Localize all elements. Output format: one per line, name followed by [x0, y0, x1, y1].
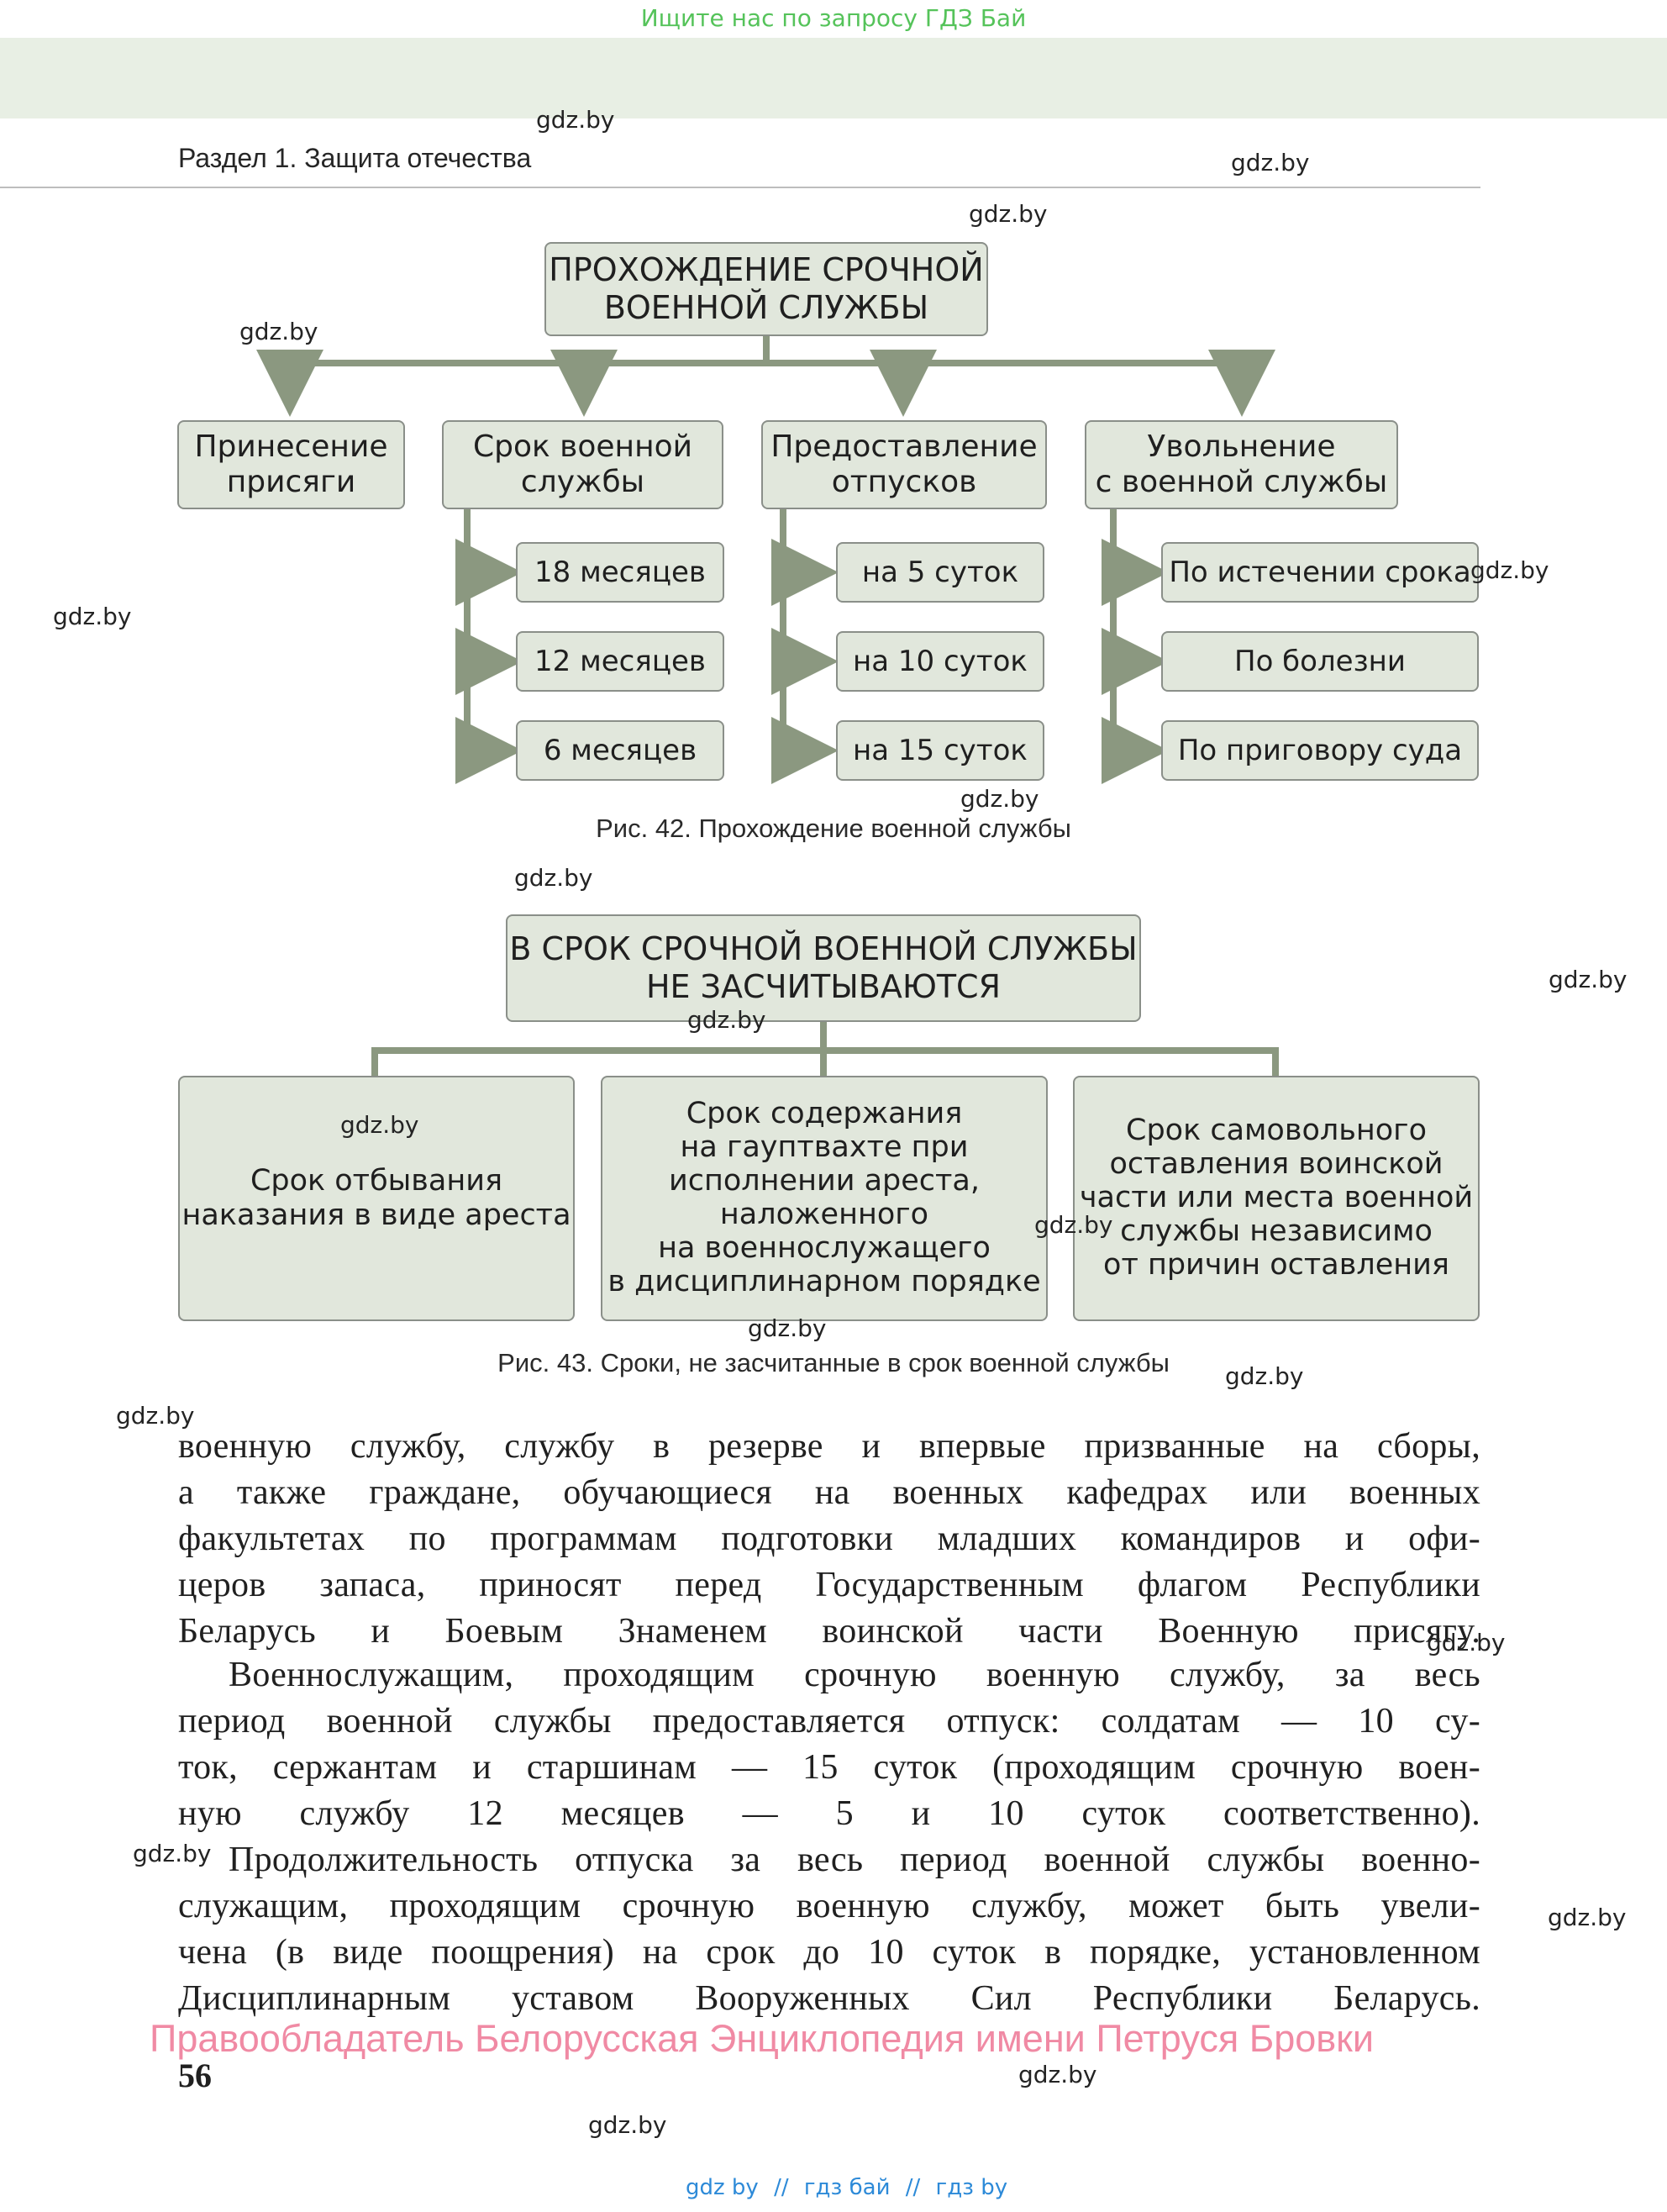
diagram42-term-12-months: 12 месяцев	[516, 631, 724, 692]
paragraph-line: чена (в виде поощрения) на срок до 10 су…	[178, 1933, 1480, 1972]
paragraph-line: служащим, проходящим срочную военную слу…	[178, 1887, 1480, 1925]
footer-link-gdz-by[interactable]: gdz by	[686, 2175, 759, 2200]
paragraph-oath: военную службу, службу в резерве и вперв…	[178, 1424, 1480, 1655]
footer-separator: //	[905, 2175, 921, 2200]
diagram42-discharge-court-sentence: По приговору суда	[1161, 720, 1479, 781]
figure-42-caption: Рис. 42. Прохождение военной службы	[596, 814, 1071, 843]
watermark: gdz.by	[687, 1006, 766, 1034]
watermark: gdz.by	[969, 200, 1048, 228]
watermark: gdz.by	[1548, 1904, 1627, 1931]
diagram42-leave-10-days: на 10 суток	[836, 631, 1044, 692]
diagram42-branch-leave: Предоставление отпусков	[761, 420, 1047, 509]
diagram42-term-6-months: 6 месяцев	[516, 720, 724, 781]
watermark: gdz.by	[340, 1111, 419, 1139]
diagram42-term-18-months: 18 месяцев	[516, 542, 724, 603]
figure-43-caption: Рис. 43. Сроки, не засчитанные в срок во…	[497, 1348, 1170, 1377]
diagram42-branch-service-term: Срок военной службы	[442, 420, 723, 509]
diagram42-discharge-term-expired: По истечении срока	[1161, 542, 1479, 603]
paragraph-line: Продолжительность отпуска за весь период…	[229, 1841, 1480, 1879]
diagram42-branch-discharge: Увольнение с военной службы	[1085, 420, 1398, 509]
paragraph-line: ную службу 12 месяцев — 5 и 10 суток соо…	[178, 1794, 1480, 1833]
footer-link-gdz-bai[interactable]: гдз бай	[803, 2175, 891, 2200]
paragraph-line: период военной службы предоставляется от…	[178, 1702, 1480, 1741]
watermark: gdz.by	[748, 1314, 827, 1342]
page-number: 56	[178, 2057, 212, 2094]
paragraph-leave: Военнослужащим, проходящим срочную военн…	[178, 1652, 1480, 1837]
watermark: gdz.by	[536, 106, 615, 134]
watermark: gdz.by	[588, 2111, 667, 2139]
watermark: gdz.by	[1018, 2061, 1097, 2088]
footer-separator: //	[774, 2175, 789, 2200]
top-banner-band	[0, 38, 1667, 118]
watermark: gdz.by	[1427, 1629, 1506, 1656]
diagram42-discharge-illness: По болезни	[1161, 631, 1479, 692]
header-rule	[0, 187, 1480, 188]
watermark: gdz.by	[1034, 1211, 1113, 1239]
search-hint: Ищите нас по запросу ГДЗ Бай	[640, 4, 1027, 32]
diagram42-leave-15-days: на 15 суток	[836, 720, 1044, 781]
diagram43-item-guardhouse-detention: Срок содержания на гауптвахте при исполн…	[601, 1076, 1048, 1321]
diagram42-leave-5-days: на 5 суток	[836, 542, 1044, 603]
paragraph-leave-extension: Продолжительность отпуска за весь период…	[178, 1837, 1480, 2022]
footer-link-gdz-by-cyrillic[interactable]: гдз by	[935, 2175, 1008, 2200]
paragraph-line: ток, сержантам и старшинам — 15 суток (п…	[178, 1748, 1480, 1787]
watermark: gdz.by	[1470, 556, 1549, 584]
paragraph-line: церов запаса, приносят перед Государстве…	[178, 1566, 1480, 1604]
diagram43-item-desertion-period: Срок самовольного оставления воинской ча…	[1073, 1076, 1480, 1321]
paragraph-line: военную службу, службу в резерве и вперв…	[178, 1427, 1480, 1466]
paragraph-line: факультетах по программам подготовки мла…	[178, 1519, 1480, 1558]
watermark: gdz.by	[116, 1402, 195, 1430]
paragraph-line: Дисциплинарным уставом Вооруженных Сил Р…	[178, 1979, 1480, 2018]
watermark: gdz.by	[1549, 966, 1628, 993]
diagram43-item-arrest-sentence: Срок отбывания наказания в виде ареста	[178, 1076, 575, 1321]
diagram42-branch-oath: Принесение присяги	[177, 420, 405, 509]
diagram43-root: В СРОК СРОЧНОЙ ВОЕННОЙ СЛУЖБЫ НЕ ЗАСЧИТЫ…	[506, 914, 1141, 1022]
watermark: gdz.by	[960, 785, 1039, 813]
paragraph-line: Беларусь и Боевым Знаменем воинской част…	[178, 1612, 1480, 1651]
watermark: gdz.by	[133, 1840, 212, 1867]
paragraph-line: а также граждане, обучающиеся на военных…	[178, 1473, 1480, 1512]
watermark: gdz.by	[514, 864, 593, 892]
footer-links: gdz by // гдз бай // гдз by	[686, 2175, 1007, 2200]
watermark: gdz.by	[239, 318, 318, 345]
rights-holder-notice: Правообладатель Белорусская Энциклопедия…	[150, 2017, 1375, 2060]
section-header: Раздел 1. Защита отечества	[178, 143, 532, 173]
watermark: gdz.by	[1225, 1362, 1304, 1390]
paragraph-line: Военнослужащим, проходящим срочную военн…	[229, 1656, 1480, 1694]
watermark: gdz.by	[1231, 149, 1310, 176]
diagram42-root: ПРОХОЖДЕНИЕ СРОЧНОЙ ВОЕННОЙ СЛУЖБЫ	[544, 242, 988, 336]
watermark: gdz.by	[53, 603, 132, 630]
